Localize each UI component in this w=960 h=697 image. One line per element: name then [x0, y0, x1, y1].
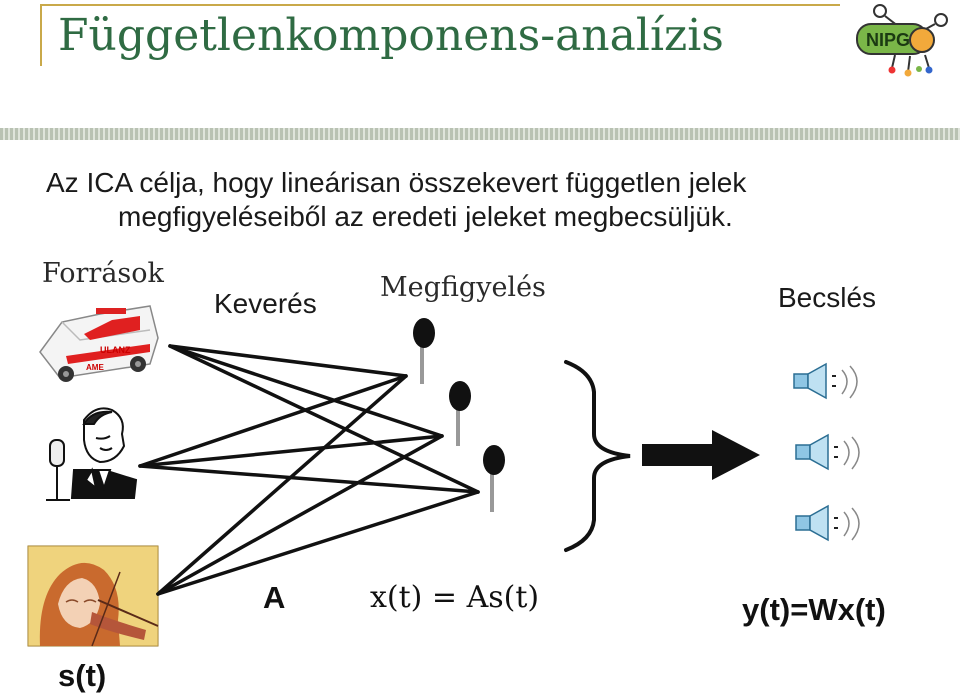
bullet-line-2: megfigyeléseiből az eredeti jeleket megb… [118, 201, 733, 232]
svg-text:ULANZ: ULANZ [100, 345, 131, 355]
radio-announcer-icon [46, 407, 138, 501]
speaker-icon [793, 362, 858, 400]
estimation-label: Becslés [778, 282, 877, 313]
estimation-equation: y(t)=Wx(t) [742, 592, 886, 627]
mixing-symbol: A [263, 580, 286, 615]
microphone-icon [483, 445, 505, 512]
violinist-icon [27, 545, 159, 647]
observation-equation: x(t) = As(t) [370, 580, 540, 615]
separation-arrow [642, 430, 760, 480]
sources-label: Források [42, 258, 164, 289]
slide-title: Függetlenkomponens-analízis [58, 10, 724, 61]
observation-label: Megfigyelés [380, 272, 546, 303]
sources-symbol: s(t) [58, 658, 107, 693]
ambulance-icon: ULANZ AME [39, 305, 159, 382]
title-accent-top [40, 4, 840, 6]
title-accent-left [40, 4, 42, 66]
mixing-label: Keverés [214, 288, 317, 319]
mixing-lines [138, 344, 480, 596]
microphone-icon [449, 381, 471, 446]
bullet-text: Az ICA célja, hogy lineárisan összekever… [46, 166, 926, 234]
title-separator-band [0, 128, 960, 140]
speaker-icon [795, 433, 860, 471]
grouping-brace [564, 360, 631, 552]
speaker-icon [795, 504, 860, 542]
microphone-icon [413, 318, 435, 384]
svg-text:AME: AME [86, 363, 104, 372]
bullet-line-1: Az ICA célja, hogy lineárisan összekever… [46, 167, 747, 198]
